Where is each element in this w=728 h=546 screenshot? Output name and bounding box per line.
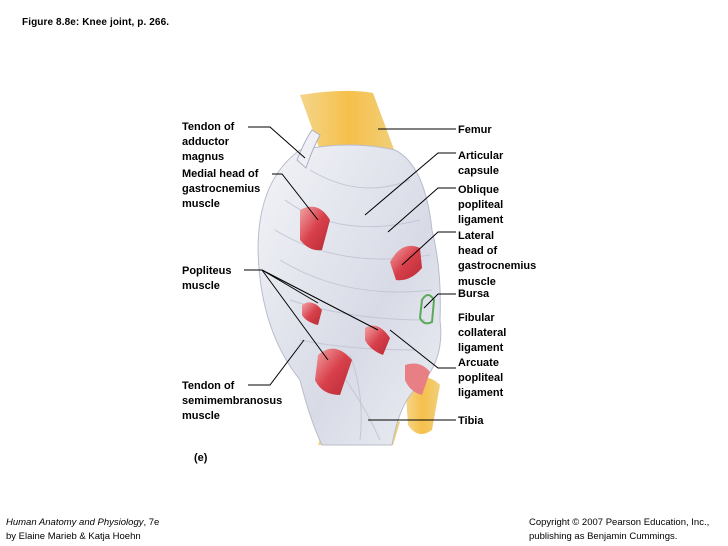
publisher-line: publishing as Benjamin Cummings. [529, 531, 678, 542]
label-tendon-semimembranosus: Tendon of semimembranosus muscle [182, 380, 283, 423]
label-oblique-popliteal-ligament: Oblique popliteal ligament [458, 184, 504, 227]
label-tendon-adductor-magnus: Tendon of adductor magnus [182, 121, 235, 164]
semimembranosus-shape [315, 348, 352, 395]
label-femur: Femur [458, 124, 492, 136]
subfigure-label: (e) [194, 452, 208, 464]
medial-gastrocnemius-shape [300, 206, 330, 251]
femur-bone [300, 90, 398, 160]
muscle-lower-right [405, 363, 430, 395]
leader-lines [244, 126, 456, 421]
label-fibular-collateral-ligament: Fibular collateral ligament [458, 312, 507, 355]
footer-book-info: Human Anatomy and Physiology, 7e by Elai… [6, 516, 159, 544]
label-medial-head-gastrocnemius: Medial head of gastrocnemius muscle [182, 168, 261, 211]
label-lateral-head-gastrocnemius: Lateral head of gastrocnemius muscle [458, 230, 537, 288]
label-bursa: Bursa [458, 288, 490, 300]
footer-copyright: Copyright © 2007 Pearson Education, Inc.… [529, 516, 709, 544]
figure-caption: Figure 8.8e: Knee joint, p. 266. [22, 17, 170, 28]
label-popliteus-muscle: Popliteus muscle [182, 265, 232, 293]
book-authors: by Elaine Marieb & Katja Hoehn [6, 531, 141, 542]
label-arcuate-popliteal-ligament: Arcuate popliteal ligament [458, 357, 504, 400]
label-articular-capsule: Articular capsule [458, 150, 504, 178]
copyright-line: Copyright © 2007 Pearson Education, Inc.… [529, 517, 710, 528]
label-tibia: Tibia [458, 415, 484, 427]
book-title: Human Anatomy and Physiology [6, 517, 144, 528]
popliteus-shape-1 [302, 302, 322, 325]
bursa-shape [418, 294, 436, 325]
adductor-tendon-shape [296, 129, 321, 169]
book-edition: , 7e [143, 517, 160, 528]
popliteus-shape-2 [365, 325, 390, 355]
